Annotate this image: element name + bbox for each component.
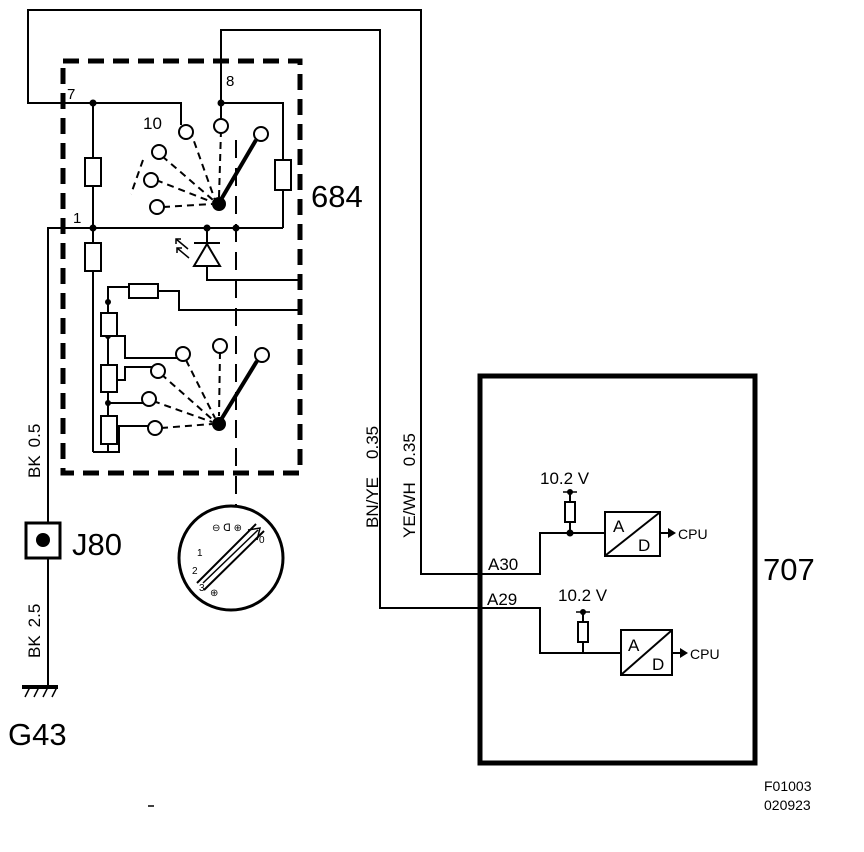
wire-pin1-to-ground — [47, 227, 93, 686]
label-connector-j80: J80 — [72, 527, 122, 562]
wire-bk05-size: 0.5 — [25, 424, 44, 448]
module-circuit-a29 — [576, 609, 688, 676]
resistor-upper-left — [84, 157, 102, 187]
label-knob-pos3: 3 — [199, 583, 205, 594]
footer-date-code: 020923 — [764, 797, 811, 813]
label-pin-8: 8 — [226, 73, 234, 90]
knob-symbol-bottom: ⊕ — [210, 588, 218, 599]
lower-rotary-contacts — [141, 338, 270, 436]
label-switch-684: 684 — [311, 179, 363, 214]
wire-bk25-color: BK — [25, 635, 44, 658]
ground-symbol — [22, 685, 58, 698]
wire-yewh-color: YE/WH — [400, 482, 419, 538]
label-wire-bnye: BN/YE 0.35 — [363, 426, 382, 528]
label-wire-bk-25: BK 2.5 — [25, 604, 44, 658]
label-cpu-1: CPU — [678, 526, 708, 542]
wire-bnye-color: BN/YE — [363, 477, 382, 528]
upper-rotary-contacts — [130, 118, 269, 215]
wire-pin8-to-a29 — [220, 29, 580, 654]
module-707-box — [477, 373, 758, 766]
footer-figure-id: F01003 — [764, 778, 812, 794]
label-voltage-1: 10.2 V — [540, 469, 590, 488]
label-pin-10: 10 — [143, 114, 162, 133]
label-cpu-2: CPU — [690, 646, 720, 662]
resistor-lower-a — [100, 312, 118, 337]
led-diode — [175, 228, 300, 281]
switch-upper-section — [89, 99, 284, 232]
resistor-lower-b — [100, 364, 118, 393]
wire-bk05-color: BK — [25, 455, 44, 478]
wire-bk25-size: 2.5 — [25, 604, 44, 628]
label-knob-pos0: 0 — [259, 535, 265, 546]
light-switch-knob[interactable]: ⊖ ᗡ ⊕ ⊕ — [177, 504, 285, 612]
resistor-upper-right — [274, 159, 292, 191]
resistor-lower-h — [128, 283, 159, 299]
label-pin-a30: A30 — [488, 555, 518, 574]
wire-yewh-size: 0.35 — [400, 433, 419, 466]
label-voltage-2: 10.2 V — [558, 586, 608, 605]
connector-j80 — [24, 521, 62, 560]
wire-pin7-to-a30 — [27, 9, 570, 575]
label-wire-yewh: YE/WH 0.35 — [400, 433, 419, 538]
knob-symbols-top: ⊖ ᗡ ⊕ — [212, 523, 242, 534]
label-adc2-a: A — [628, 636, 640, 655]
label-adc1-a: A — [613, 517, 625, 536]
label-wire-bk-05: BK 0.5 — [25, 424, 44, 478]
wire-bnye-size: 0.35 — [363, 426, 382, 459]
label-pin-7: 7 — [67, 86, 75, 103]
label-knob-pos1: 1 — [197, 548, 203, 559]
module-circuit-a30 — [563, 489, 676, 557]
label-pin-1: 1 — [73, 210, 81, 227]
resistor-lower-main — [84, 242, 102, 272]
resistor-lower-c — [100, 415, 118, 445]
label-ground-g43: G43 — [8, 717, 67, 752]
label-pin-a29: A29 — [487, 590, 517, 609]
label-knob-pos2: 2 — [192, 566, 198, 577]
label-module-707: 707 — [763, 552, 815, 587]
label-adc1-d: D — [638, 536, 650, 555]
label-adc2-d: D — [652, 655, 664, 674]
